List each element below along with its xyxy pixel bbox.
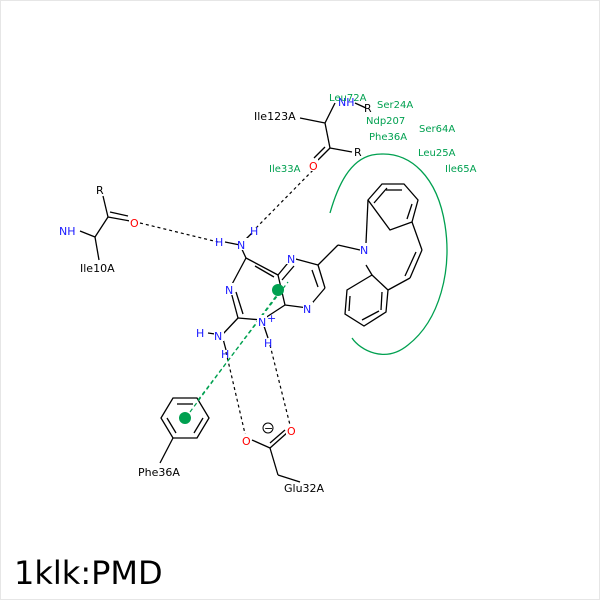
atom-minus-charge: − xyxy=(264,422,273,435)
atom-r-ile123-right: R xyxy=(354,146,362,159)
hydrophobic-phe36: Phe36A xyxy=(369,132,407,143)
atom-o-glu32-right: O xyxy=(287,425,296,438)
hydrogen-bonds xyxy=(139,164,319,439)
hydrophobic-contact-arc xyxy=(329,153,448,355)
ile123-fragment xyxy=(299,102,367,161)
hydrophobic-ndp207: Ndp207 xyxy=(366,116,405,127)
atom-o-glu32-left: O xyxy=(242,435,251,448)
residue-glu32: Glu32A xyxy=(284,482,325,495)
ligand-bonds xyxy=(207,183,423,351)
atom-o-ile10: O xyxy=(130,217,139,230)
hydrophobic-leu25: Leu25A xyxy=(418,148,456,159)
pi-stacking-lines xyxy=(189,281,289,413)
atom-h-amine-bottom-2: H xyxy=(221,348,229,361)
hydrophobic-ile33: Ile33A xyxy=(269,164,301,175)
atom-n-amine-top: N xyxy=(237,239,245,252)
atom-n-plus: N xyxy=(258,316,266,329)
residue-atom-labels: O R NH R R O NH O O − xyxy=(59,96,372,448)
atom-n-ring-left: N xyxy=(225,284,233,297)
atom-r-leu72: R xyxy=(364,102,372,115)
pi-stacking-center-phe36 xyxy=(179,412,191,424)
hydrophobic-residue-labels: Leu72A Ser24A Ndp207 Ser64A Phe36A Leu25… xyxy=(269,93,477,175)
pi-stacking-center-ligand xyxy=(272,284,284,296)
residue-ile10: Ile10A xyxy=(80,262,115,275)
residue-labels: Ile123A Ile10A Phe36A Glu32A xyxy=(80,110,325,495)
atom-n-azepine: N xyxy=(360,244,368,257)
hydrophobic-ser24: Ser24A xyxy=(377,100,413,111)
ile10-fragment xyxy=(79,195,131,261)
atom-n-amine-bottom: N xyxy=(214,330,222,343)
residue-phe36: Phe36A xyxy=(138,466,180,479)
ligand-atom-labels: N H H N N N N + H N H H N xyxy=(196,225,370,361)
atom-h-amine-bottom-1: H xyxy=(196,327,204,340)
atom-o-ile123: O xyxy=(309,160,318,173)
atom-n-ring-top: N xyxy=(287,253,295,266)
hydrophobic-ile65: Ile65A xyxy=(445,164,477,175)
atom-nh-leu72: NH xyxy=(338,96,355,109)
atom-n-ring-right: N xyxy=(303,303,311,316)
atom-h-amine-top-1: H xyxy=(250,225,258,238)
structure-title: 1klk:PMD xyxy=(14,554,163,592)
hydrophobic-ser64: Ser64A xyxy=(419,124,455,135)
atom-nh-ile10: NH xyxy=(59,225,76,238)
glu32-fragment xyxy=(251,422,301,483)
atom-h-n-plus: H xyxy=(264,337,272,350)
atom-plus-charge: + xyxy=(267,312,276,325)
atom-h-amine-top-2: H xyxy=(215,236,223,249)
hydrophobic-leu72: Leu72A xyxy=(329,93,367,104)
phe36-fragment xyxy=(159,397,210,464)
residue-ile123: Ile123A xyxy=(254,110,296,123)
atom-r-ile10: R xyxy=(96,184,104,197)
